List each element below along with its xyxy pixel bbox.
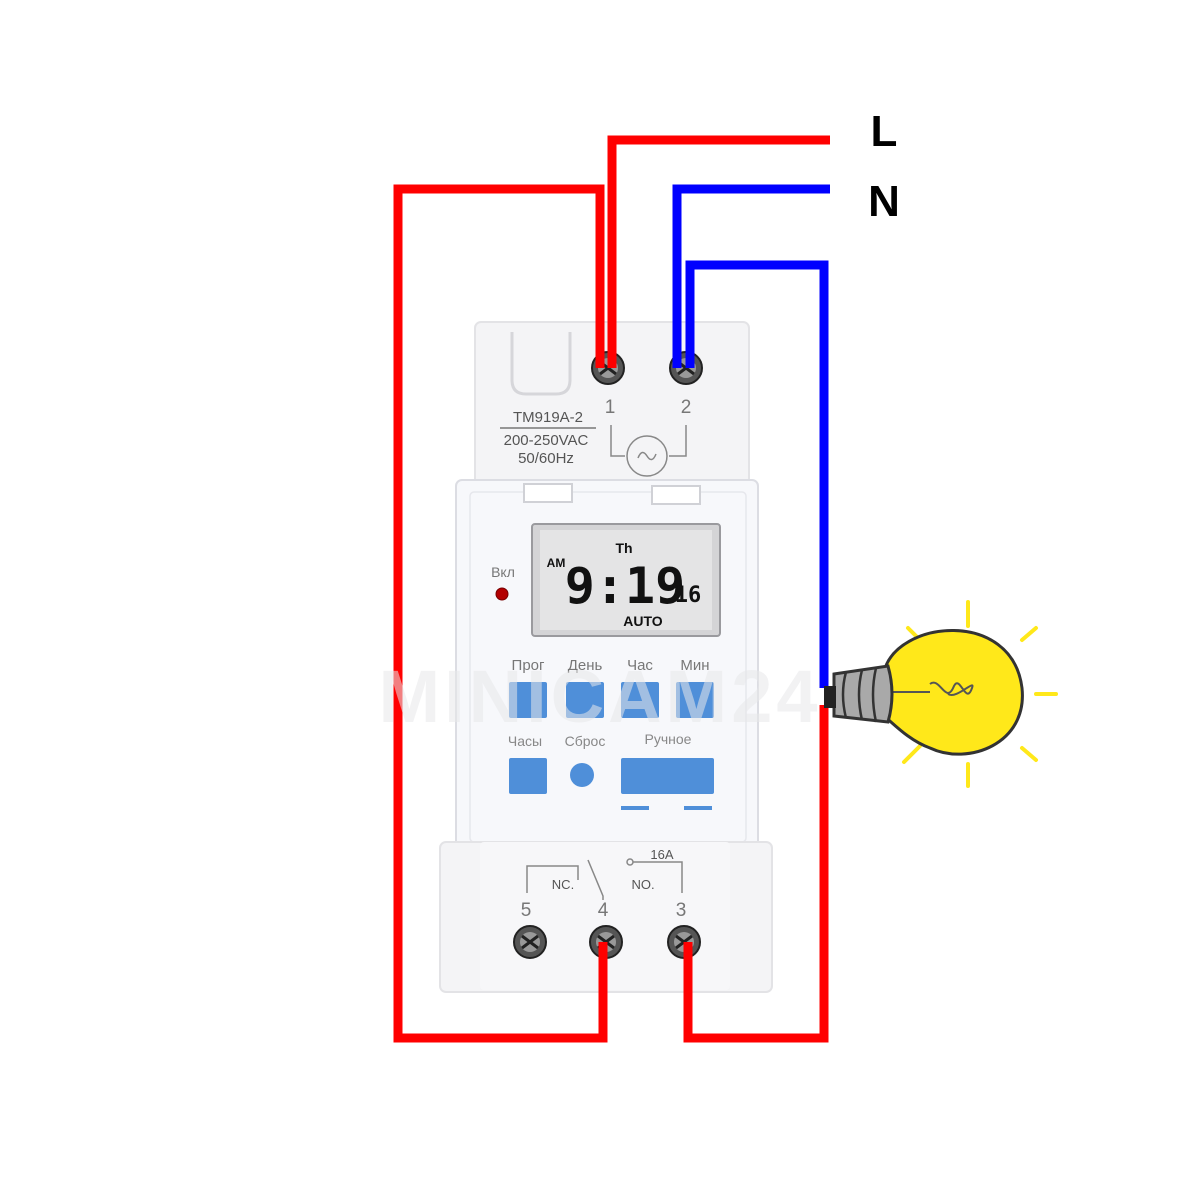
lcd-screen bbox=[540, 530, 712, 630]
terminal-1-label: 1 bbox=[605, 397, 616, 418]
manual-switch-mark-right bbox=[684, 806, 712, 810]
live-label: L bbox=[871, 107, 898, 156]
btn-label-manual: Ручное bbox=[645, 731, 692, 747]
cover-clip-right bbox=[651, 485, 701, 505]
led-label: Вкл bbox=[491, 564, 515, 580]
lcd-seconds: 16 bbox=[675, 583, 702, 608]
lcd-meridiem: AM bbox=[547, 556, 566, 570]
no-contact-line bbox=[633, 861, 683, 893]
prog-button[interactable] bbox=[509, 682, 547, 718]
terminal-5-label: 5 bbox=[521, 900, 532, 921]
live-loop-wire bbox=[393, 184, 608, 1043]
day-button[interactable] bbox=[566, 682, 604, 718]
watermark-text: MINICAM24 bbox=[378, 655, 821, 738]
manual-switch-mark-left bbox=[621, 806, 649, 810]
screw-terminal-5 bbox=[513, 925, 547, 959]
lcd-day: Th bbox=[615, 540, 632, 556]
btn-label-min: Мин bbox=[680, 657, 709, 674]
btn-label-prog: Прог bbox=[512, 657, 545, 674]
ac-wave-icon bbox=[637, 451, 657, 461]
nc-contact-line bbox=[526, 865, 579, 893]
power-led-icon bbox=[495, 587, 509, 601]
live-supply-wire bbox=[607, 135, 830, 368]
cover-clip-left bbox=[523, 483, 573, 503]
neutral-supply-wire bbox=[672, 184, 830, 368]
rating-label: 16A bbox=[650, 847, 673, 862]
nc-label: NC. bbox=[552, 877, 574, 892]
terminal-2-label: 2 bbox=[681, 397, 692, 418]
terminal-4-label: 4 bbox=[598, 900, 609, 921]
coil-wiring-symbol bbox=[610, 425, 687, 457]
manual-button[interactable] bbox=[621, 758, 714, 794]
light-bulb-icon bbox=[824, 600, 1058, 788]
btn-label-hour: Час bbox=[627, 657, 653, 674]
reset-button[interactable] bbox=[570, 763, 594, 787]
frequency-label: 50/60Hz bbox=[518, 450, 574, 467]
neutral-label: N bbox=[868, 177, 900, 226]
din-notch bbox=[510, 332, 572, 396]
no-label: NO. bbox=[631, 877, 654, 892]
neutral-lamp-wire bbox=[685, 260, 829, 688]
btn-label-clock: Часы bbox=[508, 733, 542, 749]
model-label: TM919A-2 bbox=[513, 409, 583, 426]
voltage-label: 200-250VAC bbox=[504, 432, 589, 449]
lcd-time: 9:19 bbox=[565, 557, 685, 615]
terminal-3-label: 3 bbox=[676, 900, 687, 921]
lcd-mode: AUTO bbox=[623, 613, 663, 629]
switched-live-wire bbox=[683, 705, 829, 1043]
clock-button[interactable] bbox=[509, 758, 547, 794]
hour-button[interactable] bbox=[621, 682, 659, 718]
lcd-display: AM Th 9:19 16 AUTO bbox=[531, 523, 721, 637]
min-button[interactable] bbox=[676, 682, 714, 718]
switch-blade-icon bbox=[587, 859, 604, 900]
bulb-contact bbox=[824, 686, 836, 708]
btn-label-day: День bbox=[568, 657, 603, 674]
btn-label-reset: Сброс bbox=[565, 733, 606, 749]
coil-circle-icon bbox=[626, 435, 668, 477]
